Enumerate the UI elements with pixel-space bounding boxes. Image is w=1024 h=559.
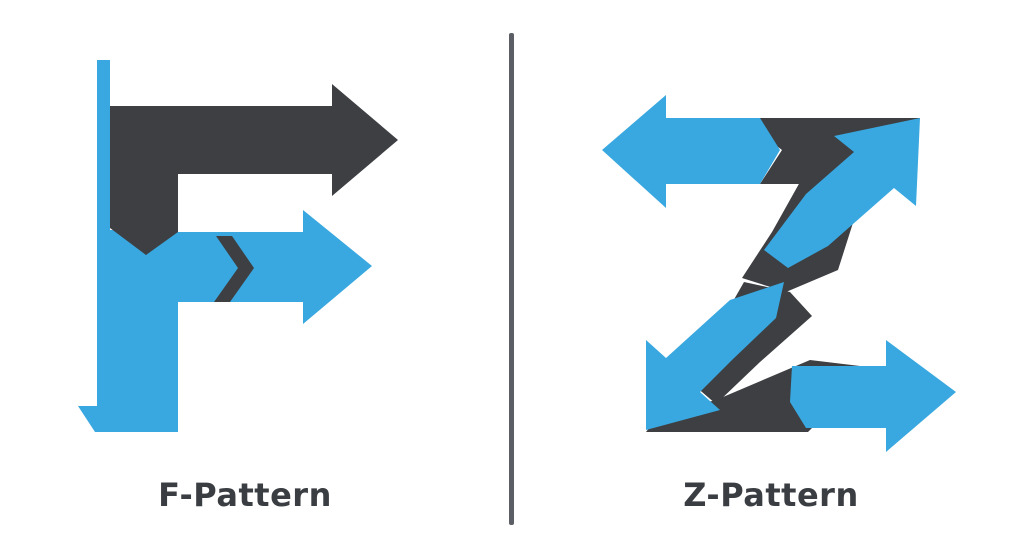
- f-pattern-label: F-Pattern: [158, 476, 332, 514]
- f-pattern-icon: [78, 60, 398, 432]
- z-pattern-icon: [602, 95, 956, 452]
- z-bottom-right-arrow: [790, 340, 956, 452]
- f-vertical-stroke: [78, 60, 178, 432]
- z-lower-diagonal-dark: [688, 282, 812, 404]
- f-chevron-accent: [214, 236, 254, 302]
- z-diagonal-up-arrow: [764, 118, 920, 268]
- f-top-arrow: [110, 84, 398, 255]
- z-top-left-arrow: [602, 95, 780, 208]
- center-divider-line: [509, 33, 514, 525]
- z-diagonal-down-arrow: [646, 282, 784, 430]
- f-middle-arrow: [178, 210, 372, 324]
- z-pattern-label: Z-Pattern: [683, 476, 859, 514]
